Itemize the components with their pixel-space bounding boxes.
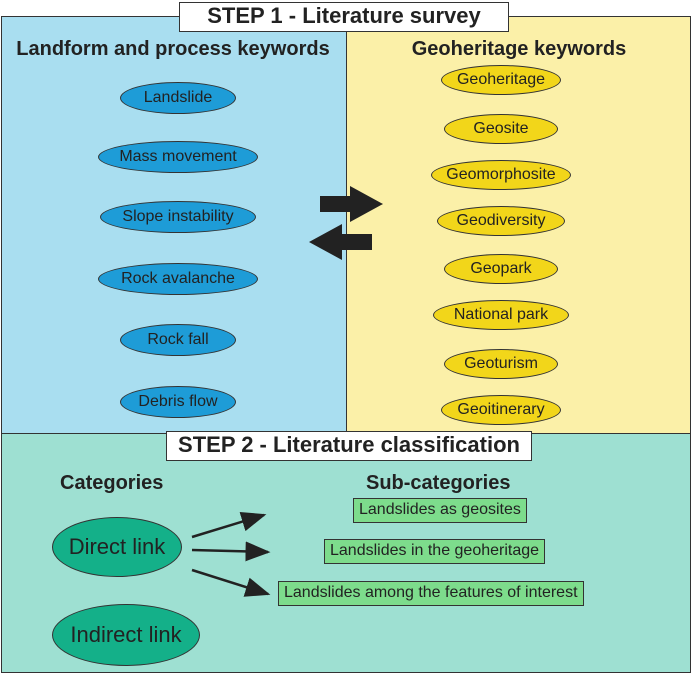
left-block-arrow [309,224,372,260]
keyword-geoturism: Geoturism [444,349,558,379]
keyword-landslide: Landslide [120,82,236,114]
arrow-to-geosites [191,512,267,539]
step2-title: STEP 2 - Literature classification [166,431,532,461]
keyword-mass-movement: Mass movement [98,141,258,173]
subcategory-landslides-as-geosites: Landslides as geosites [353,498,527,523]
keyword-debris-flow: Debris flow [120,386,236,418]
arrow-to-geoheritage [191,541,271,562]
subcategory-landslides-in-geoheritage: Landslides in the geoheritage [324,539,546,564]
keyword-geoitinerary: Geoitinerary [441,395,561,425]
keyword-geoheritage: Geoheritage [441,65,561,95]
keyword-rock-avalanche: Rock avalanche [98,263,258,295]
keyword-slope-instability: Slope instability [100,201,256,233]
keyword-geomorphosite: Geomorphosite [431,160,571,190]
subcategory-landslides-among-features: Landslides among the features of interes… [278,581,584,606]
subcategories-header: Sub-categories [366,472,511,494]
keyword-rock-fall: Rock fall [120,324,236,356]
arrow-to-features [191,568,271,597]
keyword-geosite: Geosite [444,114,558,144]
category-indirect-link: Indirect link [52,604,200,666]
category-direct-link: Direct link [52,517,182,577]
geoheritage-keywords-header: Geoheritage keywords [411,38,627,60]
landform-keywords-header: Landform and process keywords [16,38,330,60]
keyword-geopark: Geopark [444,254,558,284]
keyword-geodiversity: Geodiversity [437,206,565,236]
step1-title: STEP 1 - Literature survey [179,2,509,32]
keyword-national-park: National park [433,300,569,330]
right-block-arrow [320,186,383,222]
categories-header: Categories [60,472,164,494]
